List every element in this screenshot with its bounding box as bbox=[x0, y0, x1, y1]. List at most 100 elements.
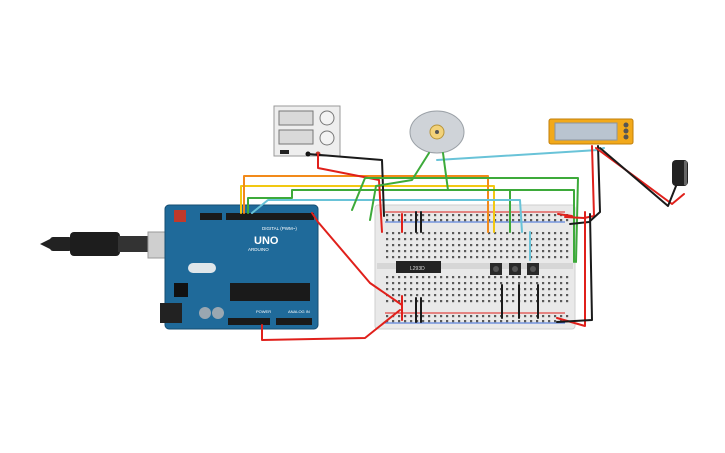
breadboard-hole bbox=[554, 214, 557, 217]
breadboard-hole bbox=[560, 294, 563, 297]
breadboard-hole bbox=[416, 300, 419, 303]
breadboard-hole bbox=[518, 232, 521, 235]
breadboard-hole bbox=[416, 288, 419, 291]
wire-cyan bbox=[436, 147, 605, 161]
power-header-label: POWER bbox=[256, 309, 271, 314]
l293d-ic[interactable]: L293D bbox=[396, 261, 441, 273]
capacitor-icon[interactable] bbox=[672, 160, 688, 186]
breadboard-hole bbox=[524, 214, 527, 217]
breadboard-hole bbox=[458, 250, 461, 253]
breadboard-hole bbox=[458, 256, 461, 259]
breadboard-hole bbox=[428, 219, 431, 222]
breadboard-hole bbox=[458, 300, 461, 303]
breadboard-hole bbox=[398, 276, 401, 279]
breadboard-hole bbox=[452, 282, 455, 285]
breadboard-hole bbox=[482, 320, 485, 323]
wire-red bbox=[311, 212, 403, 306]
arduino-brand-label: ARDUINO bbox=[248, 247, 269, 252]
breadboard-hole bbox=[536, 219, 539, 222]
breadboard-hole bbox=[434, 294, 437, 297]
wire-red bbox=[557, 213, 573, 217]
breadboard-hole bbox=[398, 219, 401, 222]
breadboard-hole bbox=[386, 300, 389, 303]
push-button-icon[interactable] bbox=[490, 263, 502, 275]
lcd-display-icon[interactable] bbox=[548, 118, 634, 145]
breadboard-hole bbox=[542, 250, 545, 253]
power-supply-icon[interactable] bbox=[273, 105, 341, 157]
breadboard-hole bbox=[452, 238, 455, 241]
push-button-icon[interactable] bbox=[527, 263, 539, 275]
breadboard-hole bbox=[530, 244, 533, 247]
breadboard-hole bbox=[458, 294, 461, 297]
breadboard-hole bbox=[440, 294, 443, 297]
breadboard-hole bbox=[530, 300, 533, 303]
arduino-uno-board[interactable]: DIGITAL (PWM~) UNO ARDUINO POWER ANALOG … bbox=[160, 204, 319, 330]
breadboard-hole bbox=[494, 250, 497, 253]
breadboard-hole bbox=[548, 300, 551, 303]
wires bbox=[240, 145, 685, 341]
dc-motor-icon[interactable] bbox=[409, 110, 465, 154]
breadboard-hole bbox=[398, 294, 401, 297]
breadboard-hole bbox=[512, 288, 515, 291]
breadboard-hole bbox=[548, 294, 551, 297]
breadboard-hole bbox=[482, 238, 485, 241]
breadboard-hole bbox=[536, 320, 539, 323]
breadboard-hole bbox=[386, 256, 389, 259]
breadboard-hole bbox=[518, 282, 521, 285]
breadboard-hole bbox=[464, 294, 467, 297]
breadboard-hole bbox=[554, 244, 557, 247]
breadboard-hole bbox=[392, 320, 395, 323]
breadboard-hole bbox=[518, 219, 521, 222]
breadboard-hole bbox=[422, 288, 425, 291]
breadboard-hole bbox=[524, 244, 527, 247]
breadboard-hole bbox=[410, 315, 413, 318]
breadboard-hole bbox=[476, 276, 479, 279]
breadboard-hole bbox=[476, 288, 479, 291]
breadboard-hole bbox=[554, 288, 557, 291]
breadboard-hole bbox=[428, 288, 431, 291]
breadboard-hole bbox=[560, 300, 563, 303]
breadboard-hole bbox=[482, 250, 485, 253]
ic-label: L293D bbox=[410, 266, 425, 272]
breadboard-hole bbox=[410, 288, 413, 291]
breadboard-hole bbox=[554, 276, 557, 279]
breadboard-hole bbox=[506, 294, 509, 297]
breadboard-hole bbox=[566, 256, 569, 259]
breadboard-hole bbox=[434, 244, 437, 247]
breadboard-hole bbox=[464, 250, 467, 253]
breadboard-hole bbox=[470, 300, 473, 303]
breadboard-hole bbox=[452, 320, 455, 323]
breadboard-hole bbox=[386, 250, 389, 253]
breadboard-hole bbox=[476, 232, 479, 235]
breadboard-hole bbox=[548, 288, 551, 291]
breadboard-hole bbox=[410, 214, 413, 217]
breadboard-hole bbox=[434, 276, 437, 279]
push-button-icon[interactable] bbox=[509, 263, 521, 275]
breadboard-hole bbox=[428, 282, 431, 285]
breadboard-hole bbox=[554, 250, 557, 253]
breadboard-hole bbox=[458, 320, 461, 323]
breadboard-hole bbox=[416, 294, 419, 297]
breadboard-hole bbox=[392, 256, 395, 259]
breadboard-hole bbox=[506, 219, 509, 222]
power-header bbox=[228, 318, 270, 325]
breadboard-hole bbox=[512, 238, 515, 241]
push-buttons[interactable] bbox=[490, 263, 539, 275]
reset-button[interactable] bbox=[174, 210, 186, 222]
breadboard-hole bbox=[446, 320, 449, 323]
breadboard-hole bbox=[446, 214, 449, 217]
breadboard-hole bbox=[488, 219, 491, 222]
breadboard-hole bbox=[518, 214, 521, 217]
breadboard-hole bbox=[410, 244, 413, 247]
breadboard-hole bbox=[512, 232, 515, 235]
breadboard-hole bbox=[518, 320, 521, 323]
breadboard-hole bbox=[404, 219, 407, 222]
breadboard-hole bbox=[446, 288, 449, 291]
breadboard-hole bbox=[494, 214, 497, 217]
breadboard-hole bbox=[518, 238, 521, 241]
breadboard-hole bbox=[464, 214, 467, 217]
breadboard-hole bbox=[386, 232, 389, 235]
breadboard-hole bbox=[506, 320, 509, 323]
breadboard-hole bbox=[560, 238, 563, 241]
